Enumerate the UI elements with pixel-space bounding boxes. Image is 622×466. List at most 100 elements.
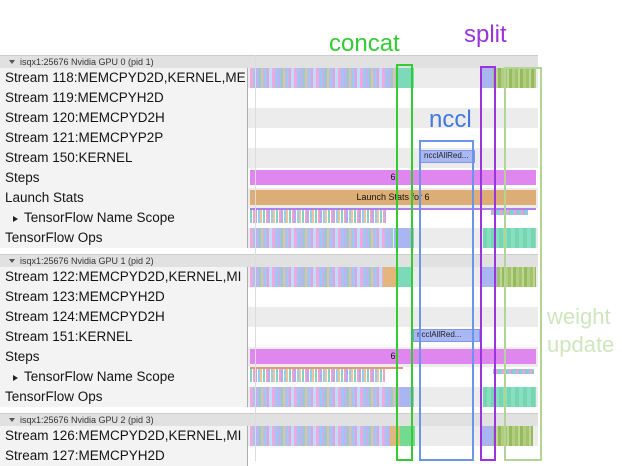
split-annotation-label: split bbox=[464, 21, 507, 48]
weight-update-events[interactable] bbox=[493, 68, 536, 88]
row-label: TensorFlow Ops bbox=[5, 389, 103, 404]
expand-icon bbox=[13, 216, 18, 222]
row-label-cell: Stream 118:MEMCPYD2D,KERNEL,ME bbox=[0, 68, 248, 88]
name-scope-events-small[interactable] bbox=[493, 369, 534, 374]
trace-row: Stream 123:MEMCPYH2D bbox=[0, 287, 538, 307]
nccl-allreduce-event[interactable]: ncclAllRed... bbox=[413, 329, 480, 342]
collapse-icon bbox=[9, 259, 15, 263]
trace-row: Stream 124:MEMCPYD2H bbox=[0, 307, 538, 327]
section-header-gpu-0[interactable]: isqx1:25676 Nvidia GPU 0 (pid 1) bbox=[0, 55, 538, 68]
row-track: ncclAllRed... bbox=[248, 148, 538, 168]
expand-icon bbox=[13, 375, 18, 381]
row-track bbox=[248, 128, 538, 148]
row-label-cell: TensorFlow Ops bbox=[0, 228, 248, 248]
row-track: 6 bbox=[248, 168, 538, 188]
nccl-memcpy-event[interactable] bbox=[482, 267, 497, 287]
concat-annotation-label: concat bbox=[329, 30, 400, 57]
weight-update-events[interactable] bbox=[493, 426, 533, 446]
weight-update-annotation-box bbox=[504, 67, 542, 461]
row-label: Stream 150:KERNEL bbox=[5, 150, 133, 165]
row-track bbox=[248, 387, 538, 407]
dense-op-events[interactable] bbox=[250, 228, 393, 248]
row-label-cell: Stream 121:MEMCPYP2P bbox=[0, 128, 248, 148]
name-scope-events-small[interactable] bbox=[491, 210, 528, 215]
name-scope-strip[interactable] bbox=[250, 208, 536, 210]
trace-row: TensorFlow Name Scope bbox=[0, 208, 538, 228]
row-track bbox=[248, 68, 538, 88]
nccl-memcpy-event[interactable] bbox=[482, 68, 493, 88]
steps-bar[interactable]: 6 bbox=[250, 349, 536, 364]
steps-bar[interactable]: 6 bbox=[250, 170, 536, 185]
section-header-label: isqx1:25676 Nvidia GPU 1 (pid 2) bbox=[20, 256, 154, 266]
row-label-cell: Steps bbox=[0, 168, 248, 188]
section-header-label: isqx1:25676 Nvidia GPU 2 (pid 3) bbox=[20, 415, 154, 425]
nccl-memcpy-event[interactable] bbox=[394, 228, 414, 248]
row-label: Stream 118:MEMCPYD2D,KERNEL,ME bbox=[5, 70, 246, 85]
row-track bbox=[248, 307, 538, 327]
row-label: Stream 123:MEMCPYH2D bbox=[5, 289, 165, 304]
section-header-gpu-2[interactable]: isqx1:25676 Nvidia GPU 2 (pid 3) bbox=[0, 413, 538, 426]
row-label-cell: Stream 120:MEMCPYD2H bbox=[0, 108, 248, 128]
row-track bbox=[248, 108, 538, 128]
row-label: Stream 120:MEMCPYD2H bbox=[5, 110, 165, 125]
section-gap bbox=[0, 248, 538, 254]
tensorflow-ops-block[interactable] bbox=[483, 387, 536, 407]
section-header-label: isqx1:25676 Nvidia GPU 0 (pid 1) bbox=[20, 57, 154, 67]
weight-update-events[interactable] bbox=[497, 267, 536, 287]
nccl-annotation-box bbox=[419, 140, 474, 461]
dense-op-events[interactable] bbox=[250, 267, 383, 287]
row-track bbox=[248, 267, 538, 287]
trace-row: Stream 122:MEMCPYD2D,KERNEL,MI bbox=[0, 267, 538, 287]
trace-row: TensorFlow Ops bbox=[0, 228, 538, 248]
row-label: Stream 122:MEMCPYD2D,KERNEL,MI bbox=[5, 269, 242, 284]
dense-op-events[interactable] bbox=[250, 426, 390, 446]
row-label: Stream 151:KERNEL bbox=[5, 329, 133, 344]
row-label: TensorFlow Name Scope bbox=[24, 369, 175, 384]
row-label-cell[interactable]: TensorFlow Name Scope bbox=[0, 367, 248, 387]
row-track bbox=[248, 426, 538, 446]
trace-row: Stream 150:KERNEL ncclAllRed... bbox=[0, 148, 538, 168]
row-track: ncclAllRed... bbox=[248, 327, 538, 347]
weight-update-line1: weight bbox=[547, 304, 611, 329]
tensorflow-ops-block[interactable] bbox=[483, 228, 536, 248]
row-label-cell: Stream 150:KERNEL bbox=[0, 148, 248, 168]
nccl-memcpy-event[interactable] bbox=[480, 426, 493, 446]
trace-row: TensorFlow Ops bbox=[0, 387, 538, 407]
weight-update-annotation-label: weight update bbox=[547, 303, 614, 359]
row-track bbox=[248, 88, 538, 108]
section-header-gpu-1[interactable]: isqx1:25676 Nvidia GPU 1 (pid 2) bbox=[0, 254, 538, 267]
trace-row: Stream 126:MEMCPYD2D,KERNEL,MI bbox=[0, 426, 538, 446]
name-scope-events[interactable] bbox=[250, 369, 385, 382]
row-label: Stream 126:MEMCPYD2D,KERNEL,MI bbox=[5, 428, 242, 443]
trace-row: Launch Stats Launch Stats for 6 bbox=[0, 188, 538, 208]
row-track: 6 bbox=[248, 347, 538, 367]
dense-op-events[interactable] bbox=[250, 68, 397, 88]
name-scope-strip[interactable] bbox=[250, 367, 403, 369]
row-label: Steps bbox=[5, 349, 40, 364]
kernel-event[interactable] bbox=[390, 426, 400, 446]
row-label: TensorFlow Name Scope bbox=[24, 210, 175, 225]
kernel-event[interactable] bbox=[383, 267, 397, 287]
row-label-cell: Stream 124:MEMCPYD2H bbox=[0, 307, 248, 327]
concat-kernel-event[interactable] bbox=[397, 68, 414, 88]
trace-row: TensorFlow Name Scope bbox=[0, 367, 538, 387]
concat-kernel-event[interactable] bbox=[397, 267, 413, 287]
row-label: Stream 127:MEMCPYH2D bbox=[5, 448, 165, 463]
collapse-icon bbox=[9, 418, 15, 422]
row-label-cell: Stream 126:MEMCPYD2D,KERNEL,MI bbox=[0, 426, 248, 446]
row-label-cell: Stream 122:MEMCPYD2D,KERNEL,MI bbox=[0, 267, 248, 287]
name-scope-events[interactable] bbox=[250, 210, 386, 223]
weight-update-line2: update bbox=[547, 332, 615, 357]
nccl-memcpy-event[interactable] bbox=[400, 387, 414, 407]
trace-row: Stream 119:MEMCPYH2D bbox=[0, 88, 538, 108]
row-label: Stream 121:MEMCPYP2P bbox=[5, 130, 164, 145]
row-label: Launch Stats bbox=[5, 190, 84, 205]
section-gap bbox=[0, 407, 538, 413]
launch-stats-bar[interactable]: Launch Stats for 6 bbox=[250, 190, 536, 205]
row-label-cell[interactable]: TensorFlow Name Scope bbox=[0, 208, 248, 228]
time-gridline bbox=[255, 55, 256, 461]
row-label: TensorFlow Ops bbox=[5, 230, 103, 245]
dense-op-events[interactable] bbox=[250, 387, 400, 407]
row-track bbox=[248, 208, 538, 228]
row-label-cell: Stream 127:MEMCPYH2D bbox=[0, 446, 248, 466]
